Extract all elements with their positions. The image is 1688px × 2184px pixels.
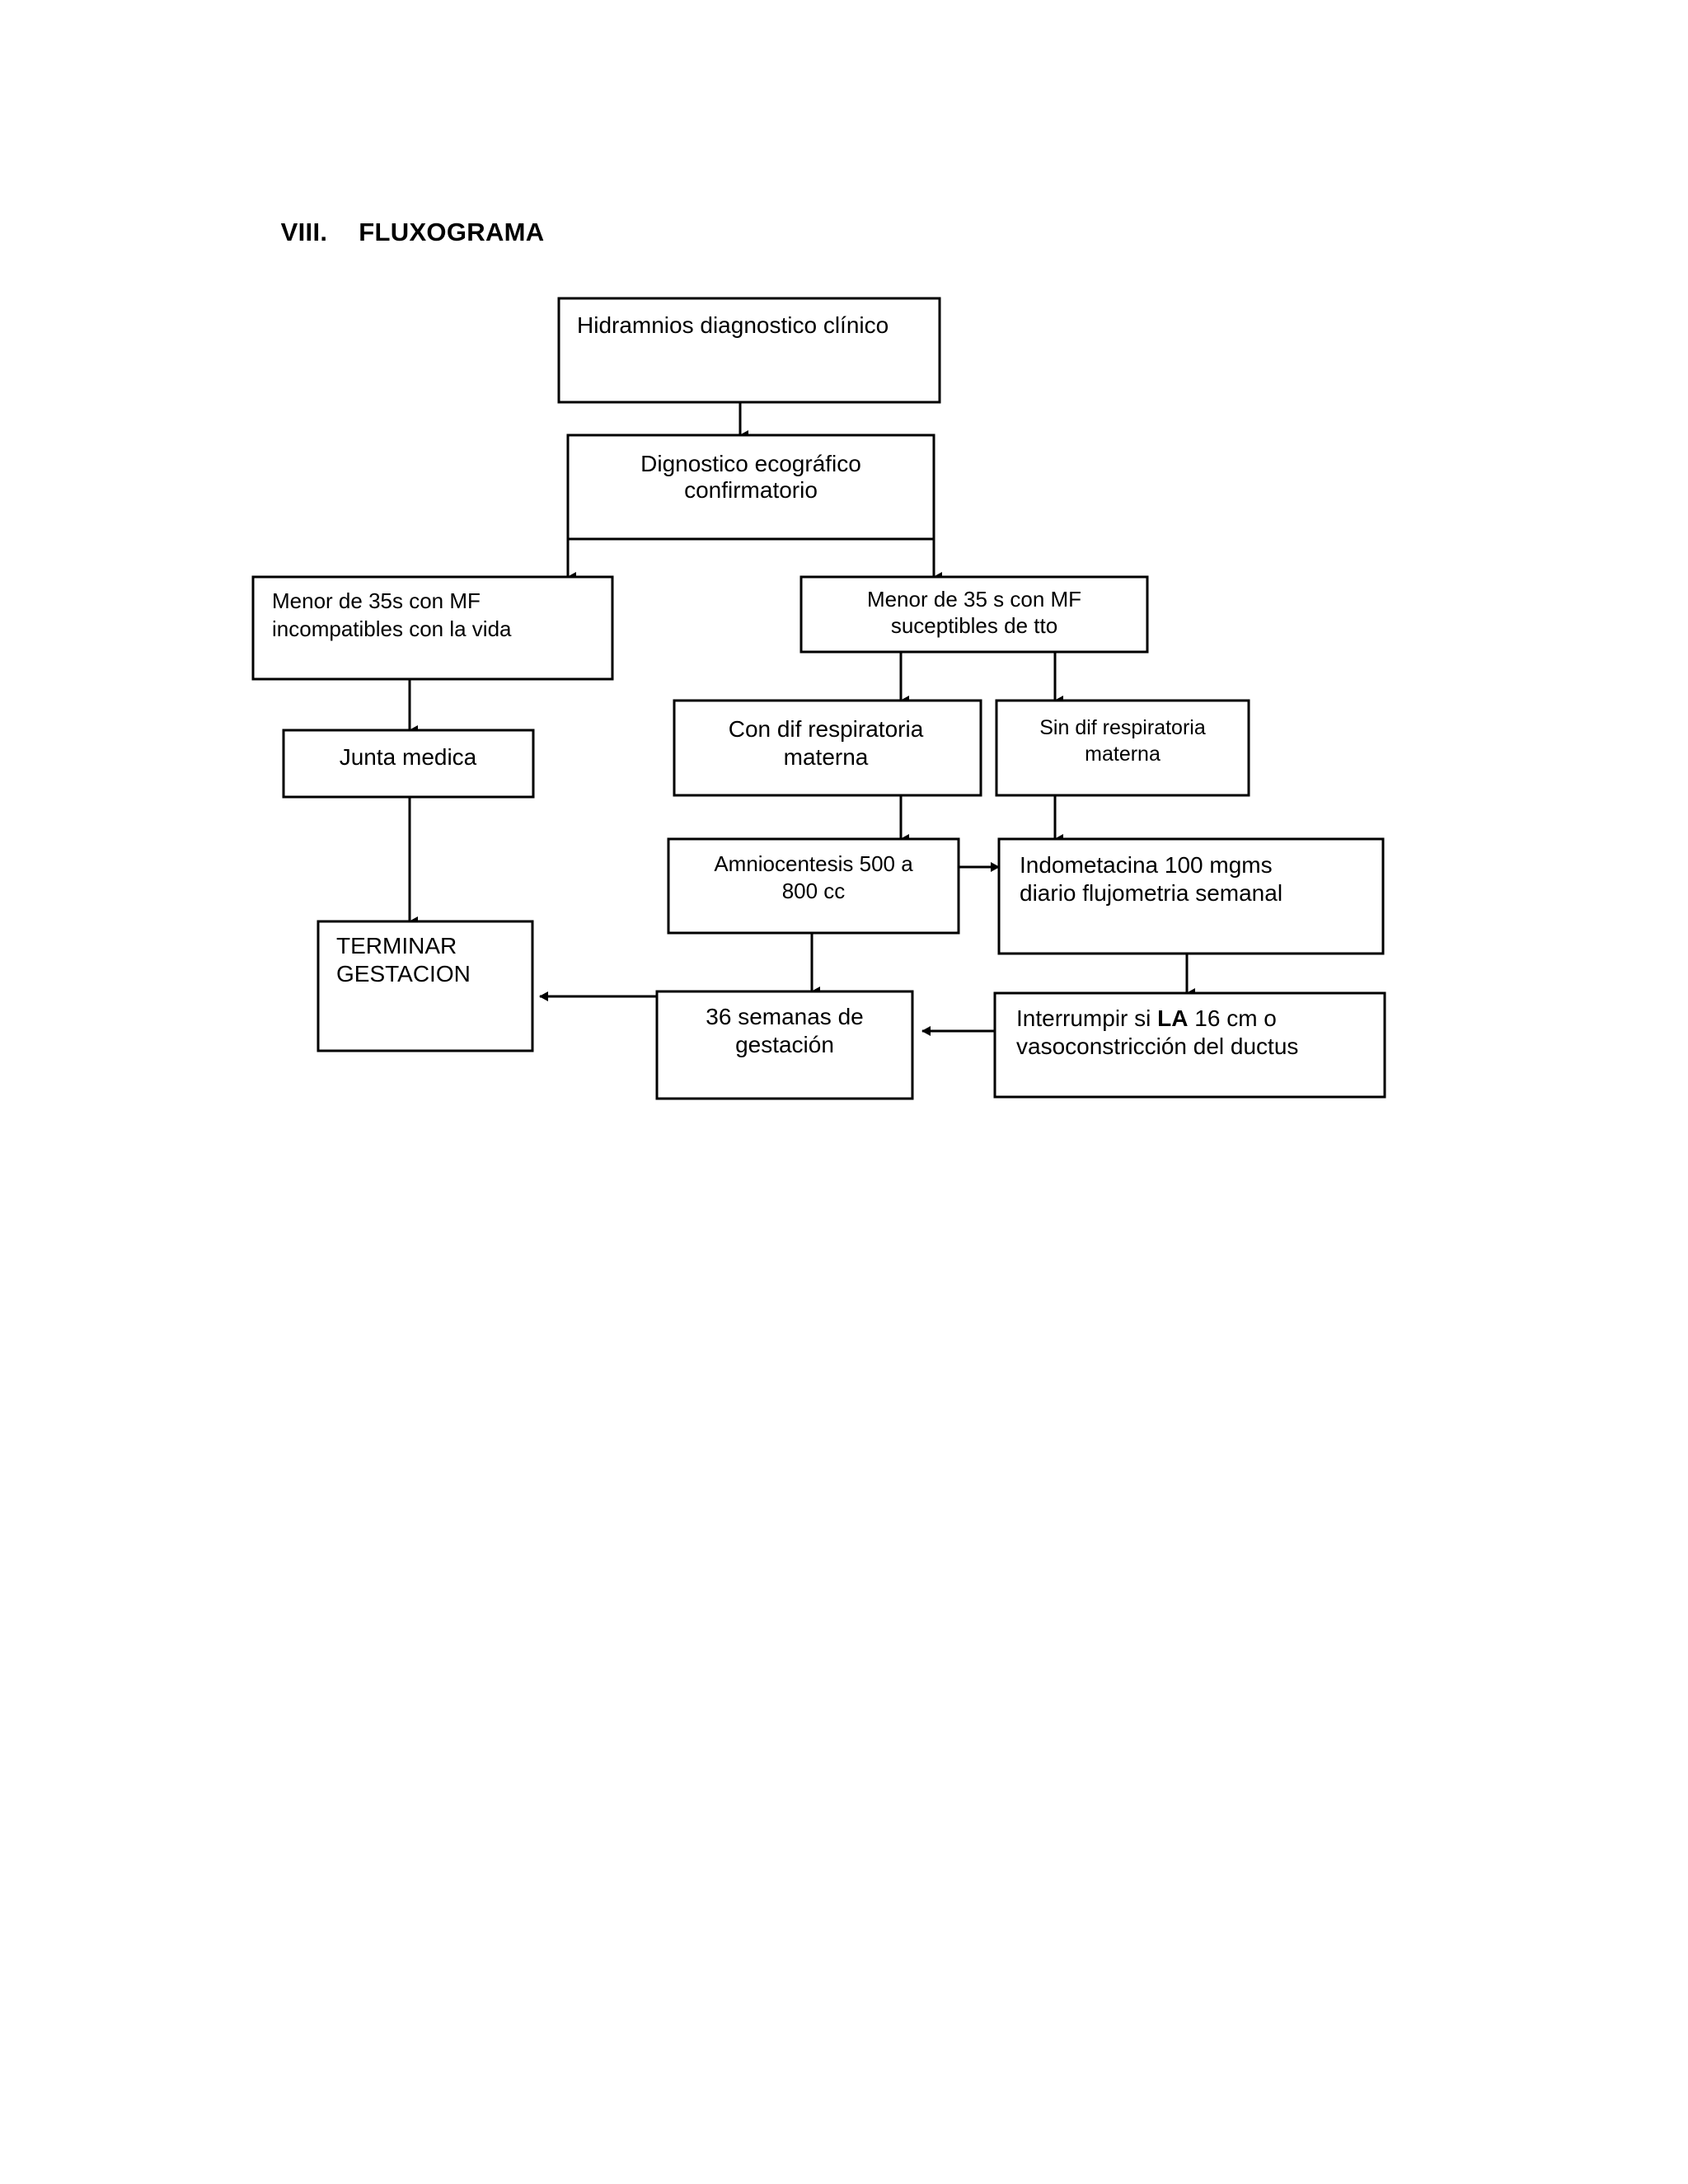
node-n3-line1: Menor de 35s con MF xyxy=(272,588,481,613)
node-n2-line2: confirmatorio xyxy=(684,477,818,503)
node-n6-line2: materna xyxy=(784,744,869,770)
node-n12-line1-part3: 16 cm o xyxy=(1188,1005,1276,1031)
node-n7-line2: materna xyxy=(1085,743,1160,766)
node-n8-line1: Amniocentesis 500 a xyxy=(714,851,913,876)
node-junta-medica[interactable]: Junta medica xyxy=(282,729,535,799)
node-n10-line1: TERMINAR xyxy=(336,933,457,958)
node-interrumpir-la-16cm[interactable]: Interrumpir si LA 16 cm o vasoconstricci… xyxy=(993,991,1386,1099)
node-n12-line2: vasoconstricción del ductus xyxy=(1016,1033,1298,1059)
svg-text:Interrumpir si LA 16 cm o: Interrumpir si LA 16 cm o xyxy=(1016,1005,1277,1031)
node-n10-line2: GESTACION xyxy=(336,961,471,987)
node-menor-35s-mf-incompatibles[interactable]: Menor de 35s con MF incompatibles con la… xyxy=(251,575,614,681)
node-indometacina[interactable]: Indometacina 100 mgms diario flujometria… xyxy=(997,837,1385,955)
section-heading: FLUXOGRAMA xyxy=(359,218,545,246)
node-n1-line1: Hidramnios diagnostico clínico xyxy=(577,312,889,338)
node-dignostico-ecografico-confirmatorio[interactable]: Dignostico ecográfico confirmatorio xyxy=(566,434,935,541)
node-36-semanas-gestacion[interactable]: 36 semanas de gestación xyxy=(655,990,914,1100)
node-amniocentesis[interactable]: Amniocentesis 500 a 800 cc xyxy=(667,837,960,935)
section-number: VIII. xyxy=(280,218,328,246)
node-sin-dif-respiratoria-materna[interactable]: Sin dif respiratoria materna xyxy=(995,699,1250,797)
node-n9-line1: Indometacina 100 mgms xyxy=(1020,852,1273,878)
node-con-dif-respiratoria-materna[interactable]: Con dif respiratoria materna xyxy=(673,699,982,797)
node-menor-35s-mf-suceptibles[interactable]: Menor de 35 s con MF suceptibles de tto xyxy=(799,575,1149,654)
node-n12-line1-part1: Interrumpir si xyxy=(1016,1005,1157,1031)
node-n9-line2: diario flujometria semanal xyxy=(1020,880,1282,906)
node-n3-line2: incompatibles con la vida xyxy=(272,616,512,641)
node-n4-line2: suceptibles de tto xyxy=(891,613,1057,638)
node-terminar-gestacion[interactable]: TERMINAR GESTACION xyxy=(316,920,534,1052)
node-n4-line1: Menor de 35 s con MF xyxy=(867,587,1081,612)
node-n7-line1: Sin dif respiratoria xyxy=(1039,716,1206,739)
node-hidramnios-diagnostico-clinico[interactable]: Hidramnios diagnostico clínico xyxy=(557,297,941,404)
node-n8-line2: 800 cc xyxy=(782,879,846,903)
node-n11-line2: gestación xyxy=(735,1032,834,1057)
node-n12-line1-bold: LA xyxy=(1157,1005,1188,1031)
node-n2-line1: Dignostico ecográfico xyxy=(640,451,861,476)
page-title: VIII. FLUXOGRAMA xyxy=(251,188,544,277)
node-n11-line1: 36 semanas de xyxy=(706,1004,863,1029)
node-n6-line1: Con dif respiratoria xyxy=(729,716,924,742)
node-n5-line1: Junta medica xyxy=(340,744,477,770)
